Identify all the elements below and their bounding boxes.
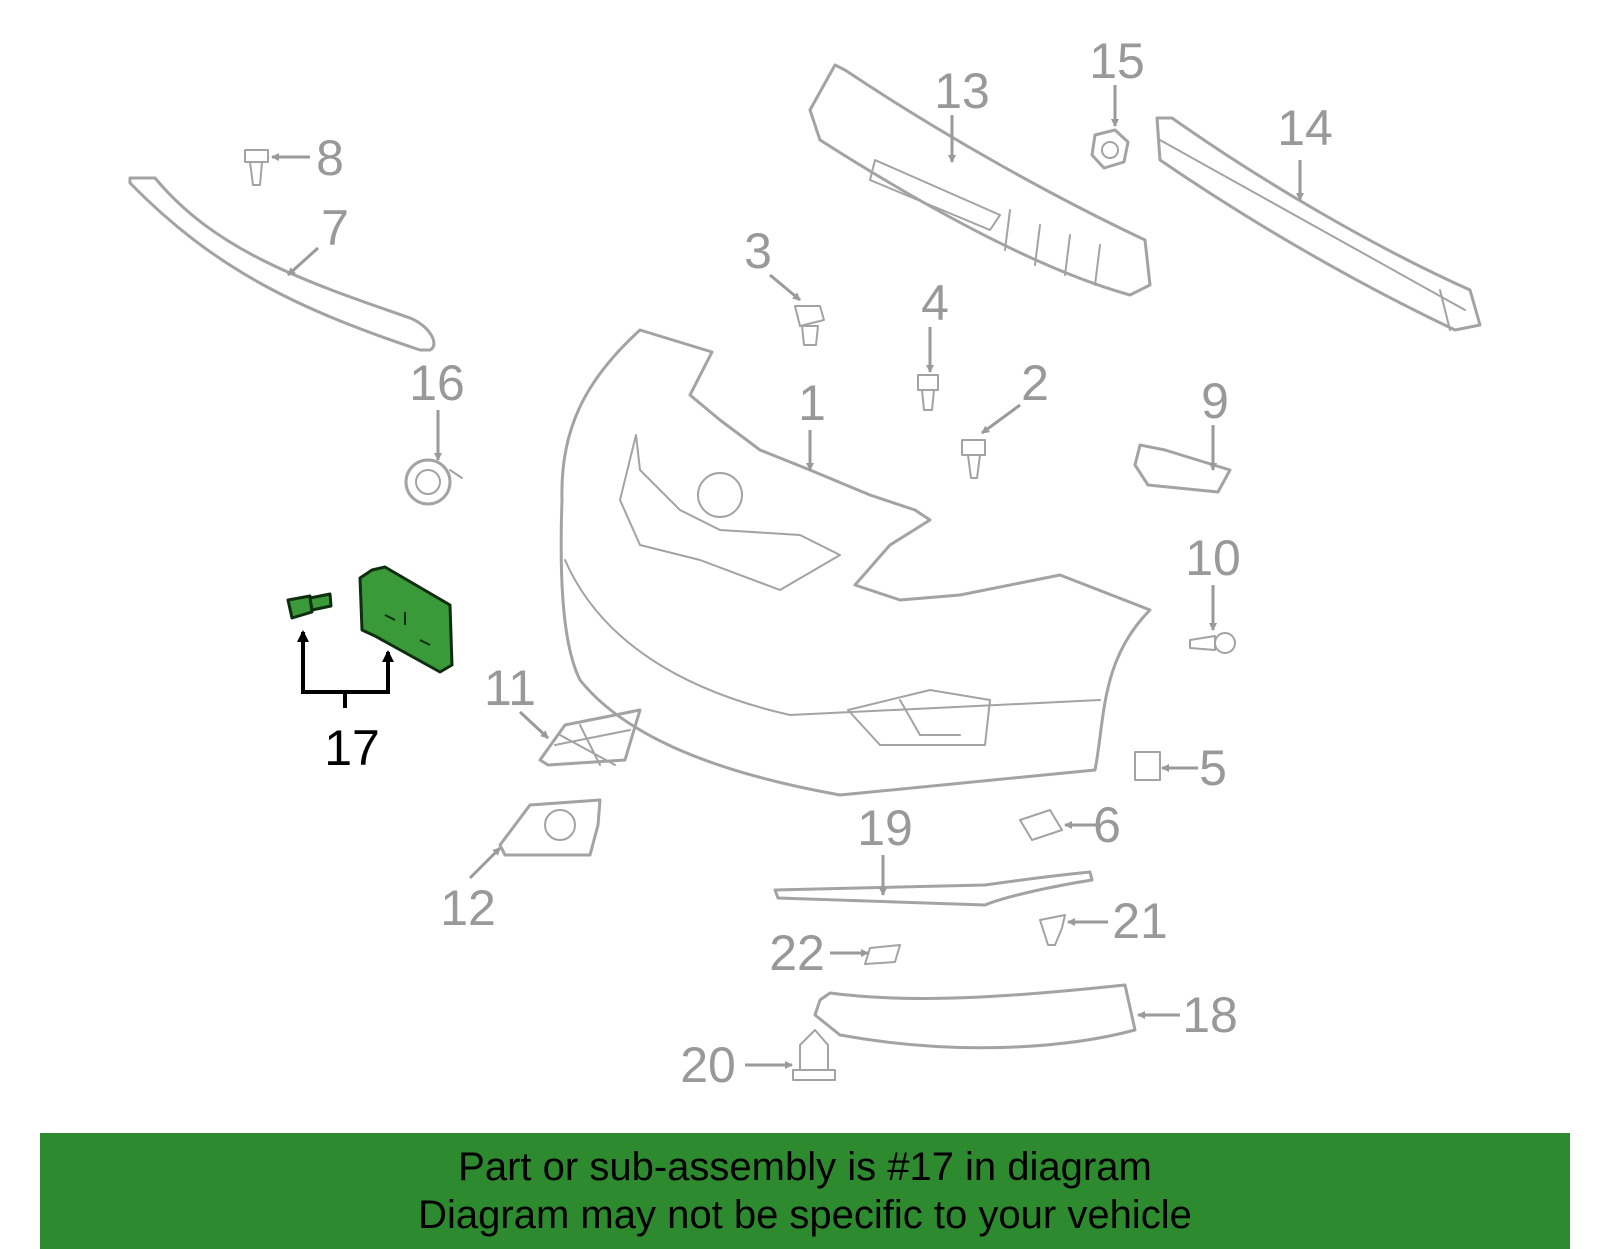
callout-11: 11 bbox=[484, 660, 536, 716]
part-7-trim-strip[interactable] bbox=[128, 176, 436, 352]
part-1-bumper-cover[interactable] bbox=[559, 328, 1152, 797]
callout-8: 8 bbox=[316, 130, 344, 186]
part-20-retainer[interactable] bbox=[792, 1029, 836, 1081]
banner-line-1: Part or sub-assembly is #17 in diagram bbox=[458, 1145, 1152, 1189]
callout-18: 18 bbox=[1182, 987, 1238, 1043]
leader-lines bbox=[271, 85, 1304, 1069]
callout-19: 19 bbox=[857, 800, 913, 856]
part-21-clip[interactable] bbox=[1039, 914, 1066, 946]
part-12-fog-lamp-bezel[interactable] bbox=[498, 798, 602, 857]
part-2-clip[interactable] bbox=[961, 439, 986, 479]
part-14-reinforcement-bar[interactable] bbox=[1155, 116, 1482, 332]
part-17-bolt[interactable] bbox=[286, 592, 333, 620]
part-9-bracket[interactable] bbox=[1133, 443, 1232, 494]
part-17-license-bracket[interactable] bbox=[358, 565, 454, 674]
part-10-retainer[interactable] bbox=[1189, 632, 1236, 654]
part-3-bolt[interactable] bbox=[794, 305, 825, 346]
part-11-lower-grille[interactable] bbox=[538, 708, 642, 767]
callout-9: 9 bbox=[1201, 373, 1229, 429]
callout-2: 2 bbox=[1021, 355, 1049, 411]
callout-6: 6 bbox=[1093, 797, 1121, 853]
part-18-lower-spoiler[interactable] bbox=[813, 983, 1137, 1050]
callout-16: 16 bbox=[409, 355, 465, 411]
callout-1: 1 bbox=[798, 375, 826, 431]
callout-3: 3 bbox=[744, 223, 772, 279]
callout-5: 5 bbox=[1199, 740, 1227, 796]
part-16-emblem[interactable] bbox=[404, 458, 463, 506]
callout-7: 7 bbox=[321, 200, 349, 256]
callout-10: 10 bbox=[1185, 530, 1241, 586]
callout-14: 14 bbox=[1277, 100, 1333, 156]
part-17-bracket-lines bbox=[301, 632, 390, 708]
part-13-energy-absorber[interactable] bbox=[808, 63, 1152, 297]
callout-22: 22 bbox=[769, 925, 825, 981]
part-22-clip[interactable] bbox=[864, 944, 901, 965]
part-15-nut[interactable] bbox=[1090, 128, 1130, 170]
info-banner: Part or sub-assembly is #17 in diagram D… bbox=[40, 1133, 1570, 1249]
callout-20: 20 bbox=[680, 1037, 736, 1093]
callout-15: 15 bbox=[1089, 33, 1145, 89]
part-4-bolt[interactable] bbox=[917, 374, 939, 411]
part-8-clip[interactable] bbox=[244, 149, 269, 186]
callout-17: 17 bbox=[324, 720, 380, 776]
part-5-retainer[interactable] bbox=[1134, 751, 1161, 781]
part-19-lower-trim[interactable] bbox=[773, 870, 1094, 907]
callout-4: 4 bbox=[921, 275, 949, 331]
callout-12: 12 bbox=[440, 880, 496, 936]
part-6-nut[interactable] bbox=[1019, 809, 1063, 841]
callout-13: 13 bbox=[934, 63, 990, 119]
callout-21: 21 bbox=[1112, 893, 1168, 949]
banner-line-2: Diagram may not be specific to your vehi… bbox=[418, 1193, 1192, 1237]
